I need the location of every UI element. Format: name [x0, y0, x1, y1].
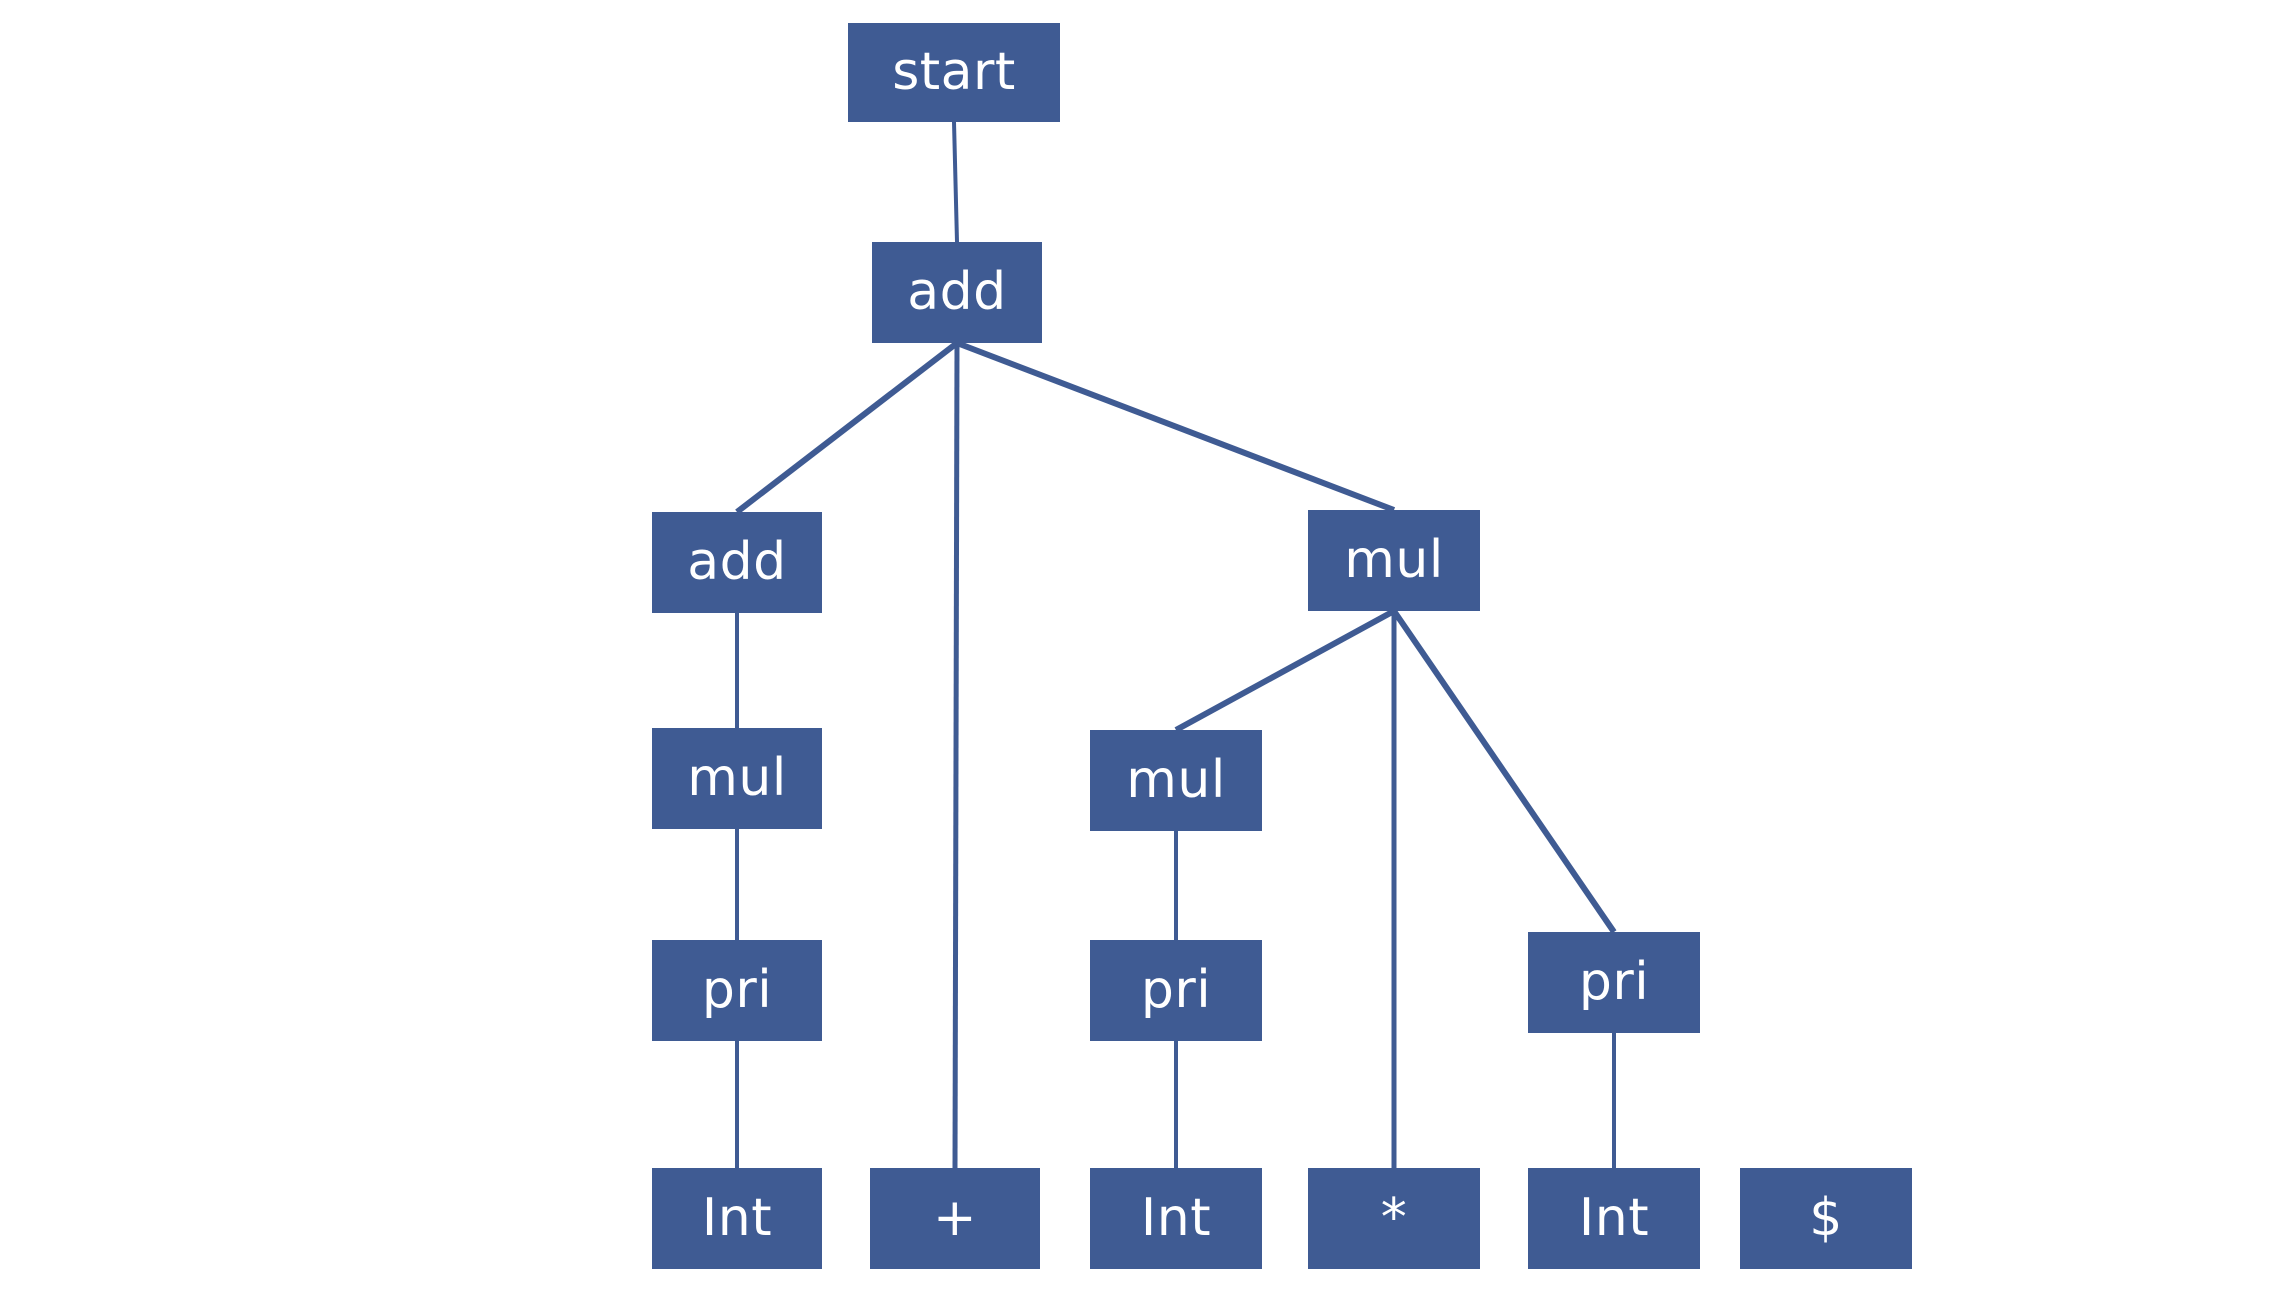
tree-edge [1391, 609, 1617, 934]
tree-node-label: start [892, 41, 1016, 102]
tree-node-int1[interactable]: Int [652, 1168, 822, 1269]
tree-node-label: + [932, 1187, 978, 1248]
tree-edge [955, 340, 1396, 513]
tree-edge [735, 340, 959, 515]
tree-node-int2[interactable]: Int [1090, 1168, 1262, 1269]
tree-node-pri2[interactable]: pri [1090, 940, 1262, 1041]
tree-node-star[interactable]: * [1308, 1168, 1480, 1269]
tree-node-label: mul [687, 747, 787, 808]
tree-node-eof[interactable]: $ [1740, 1168, 1912, 1269]
tree-node-label: Int [1578, 1187, 1650, 1248]
tree-edge [952, 342, 960, 1169]
tree-node-plus[interactable]: + [870, 1168, 1040, 1269]
tree-node-label: mul [1344, 529, 1444, 590]
tree-node-label: add [907, 261, 1007, 322]
tree-node-add1[interactable]: add [872, 242, 1042, 343]
tree-node-label: mul [1126, 749, 1226, 810]
tree-edge [952, 121, 959, 243]
tree-node-pri1[interactable]: pri [652, 940, 822, 1041]
tree-node-label: Int [1140, 1187, 1212, 1248]
tree-edge [1174, 608, 1396, 733]
tree-node-label: Int [701, 1187, 773, 1248]
tree-node-label: $ [1809, 1187, 1843, 1248]
tree-node-add2[interactable]: add [652, 512, 822, 613]
tree-node-label: pri [1140, 959, 1212, 1020]
tree-node-label: * [1380, 1187, 1408, 1248]
tree-node-pri3[interactable]: pri [1528, 932, 1700, 1033]
tree-node-label: pri [701, 959, 773, 1020]
tree-node-int3[interactable]: Int [1528, 1168, 1700, 1269]
tree-node-label: pri [1578, 951, 1650, 1012]
tree-node-mul3[interactable]: mul [1090, 730, 1262, 831]
tree-node-start[interactable]: start [848, 23, 1060, 122]
tree-node-label: add [687, 531, 787, 592]
tree-node-mul1[interactable]: mul [1308, 510, 1480, 611]
tree-node-mul2[interactable]: mul [652, 728, 822, 829]
